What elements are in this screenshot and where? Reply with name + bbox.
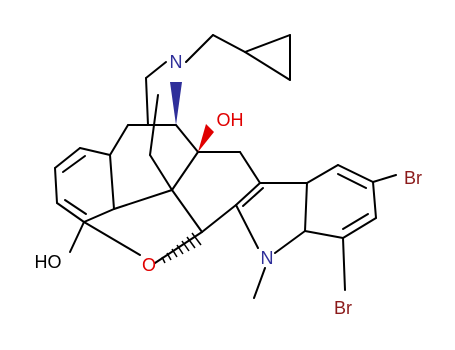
ring-oxygen-label: O xyxy=(142,255,156,275)
bond-lines xyxy=(54,34,397,299)
hydroxyl-left-label: HO xyxy=(35,252,62,272)
hydroxyl-top-label: OH xyxy=(217,110,244,130)
stereo-wedge-oh xyxy=(198,124,214,152)
stereo-hash-bond xyxy=(161,232,202,264)
bromine-label-1: Br xyxy=(404,168,422,188)
bromine-label-2: Br xyxy=(334,298,352,318)
stereo-wedge-n xyxy=(170,82,182,125)
nitrogen-label: N xyxy=(170,52,183,72)
indole-nitrogen-label: N xyxy=(261,248,274,268)
